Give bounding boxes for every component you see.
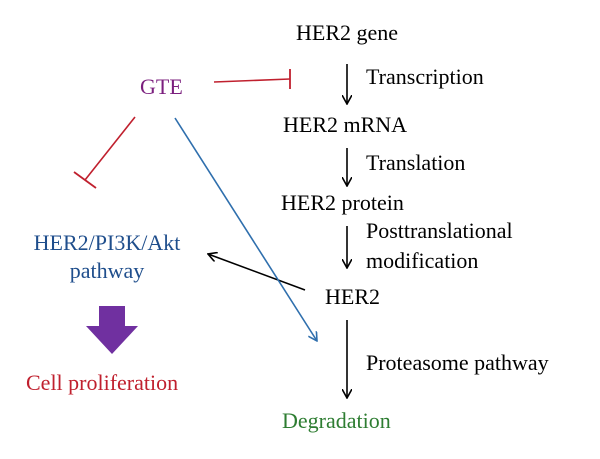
- node-her2-gene: HER2 gene: [296, 20, 399, 45]
- node-her2-mrna: HER2 mRNA: [283, 112, 408, 137]
- node-degradation: Degradation: [282, 408, 391, 433]
- block-arrow-proliferation: [86, 306, 138, 354]
- step-translation: Translation: [366, 150, 466, 175]
- step-posttranslational-line2: modification: [366, 248, 479, 273]
- node-her2-protein: HER2 protein: [281, 190, 404, 215]
- inhibit-gte-pathway: [84, 116, 136, 181]
- node-pathway-line2: pathway: [69, 258, 145, 283]
- arrow-her2-to-pathway: [208, 254, 306, 291]
- arrow-gte-to-degradation: [174, 117, 317, 341]
- node-gte: GTE: [140, 74, 183, 99]
- node-cell-proliferation: Cell proliferation: [26, 370, 179, 395]
- inhibit-bar-pathway: [73, 171, 97, 189]
- step-transcription: Transcription: [366, 64, 484, 89]
- node-pathway-line1: HER2/PI3K/Akt: [33, 230, 181, 255]
- node-her2: HER2: [325, 284, 380, 309]
- step-posttranslational-line1: Posttranslational: [366, 218, 513, 243]
- inhibit-gte-transcription: [213, 78, 291, 83]
- step-proteasome: Proteasome pathway: [366, 350, 549, 375]
